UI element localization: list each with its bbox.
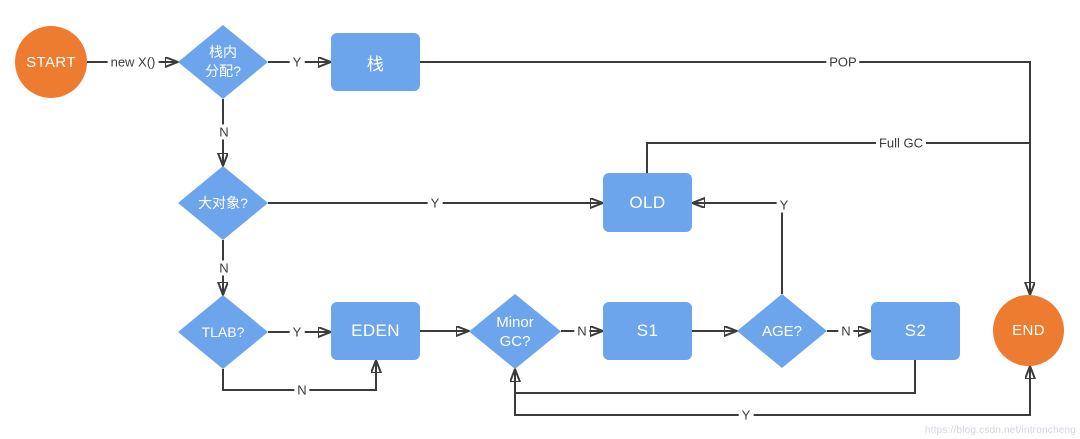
edge-old-fullgc-to-end [646, 142, 1030, 173]
edge-label-pop: POP [826, 54, 860, 70]
eden-node: EDEN [331, 302, 420, 360]
edge-minorgc-yes-to-end [514, 367, 1030, 416]
s2-survivor-node: S2 [871, 302, 960, 360]
minor-gc-label: Minor GC? [496, 313, 534, 350]
edge-label-age-y: Y [776, 197, 792, 213]
edge-label-new-x: new X() [107, 54, 159, 70]
edge-label-tlab-n: N [294, 382, 310, 398]
edge-age-yes-to-old [693, 203, 783, 294]
start-label: START [26, 53, 76, 71]
edge-label-full-gc: Full GC [875, 135, 927, 151]
csdn-watermark: https://blog.csdn.net/introncheng [924, 425, 1076, 436]
old-gen-node: OLD [603, 173, 692, 232]
tlab-label: TLAB? [201, 323, 245, 340]
stack-node: 栈 [331, 33, 420, 91]
edge-label-stackalloc-y: Y [289, 54, 305, 70]
end-node: END [993, 295, 1064, 366]
edge-label-minorgc-y: Y [738, 407, 754, 423]
eden-label: EDEN [351, 321, 400, 340]
s2-label: S2 [904, 321, 927, 340]
age-label: AGE? [761, 322, 803, 340]
edge-label-tlab-y: Y [289, 324, 305, 340]
edge-label-minorgc-n: N [574, 323, 590, 339]
edge-label-stackalloc-n: N [216, 124, 232, 140]
end-label: END [1012, 322, 1045, 339]
start-node: START [15, 26, 87, 98]
edge-s2-loop-to-minorgc [515, 360, 916, 394]
edge-label-bigobj-y: Y [427, 195, 443, 211]
s1-survivor-node: S1 [603, 302, 692, 360]
edge-label-age-n: N [838, 323, 854, 339]
stack-label: 栈 [366, 54, 385, 74]
big-object-label: 大对象? [198, 194, 248, 211]
edge-label-bigobj-n: N [216, 260, 232, 276]
edge-stack-pop-to-end [420, 61, 1030, 294]
s1-label: S1 [636, 321, 659, 340]
stack-allocation-label: 栈内 分配? [205, 44, 241, 79]
old-gen-label: OLD [629, 192, 666, 212]
